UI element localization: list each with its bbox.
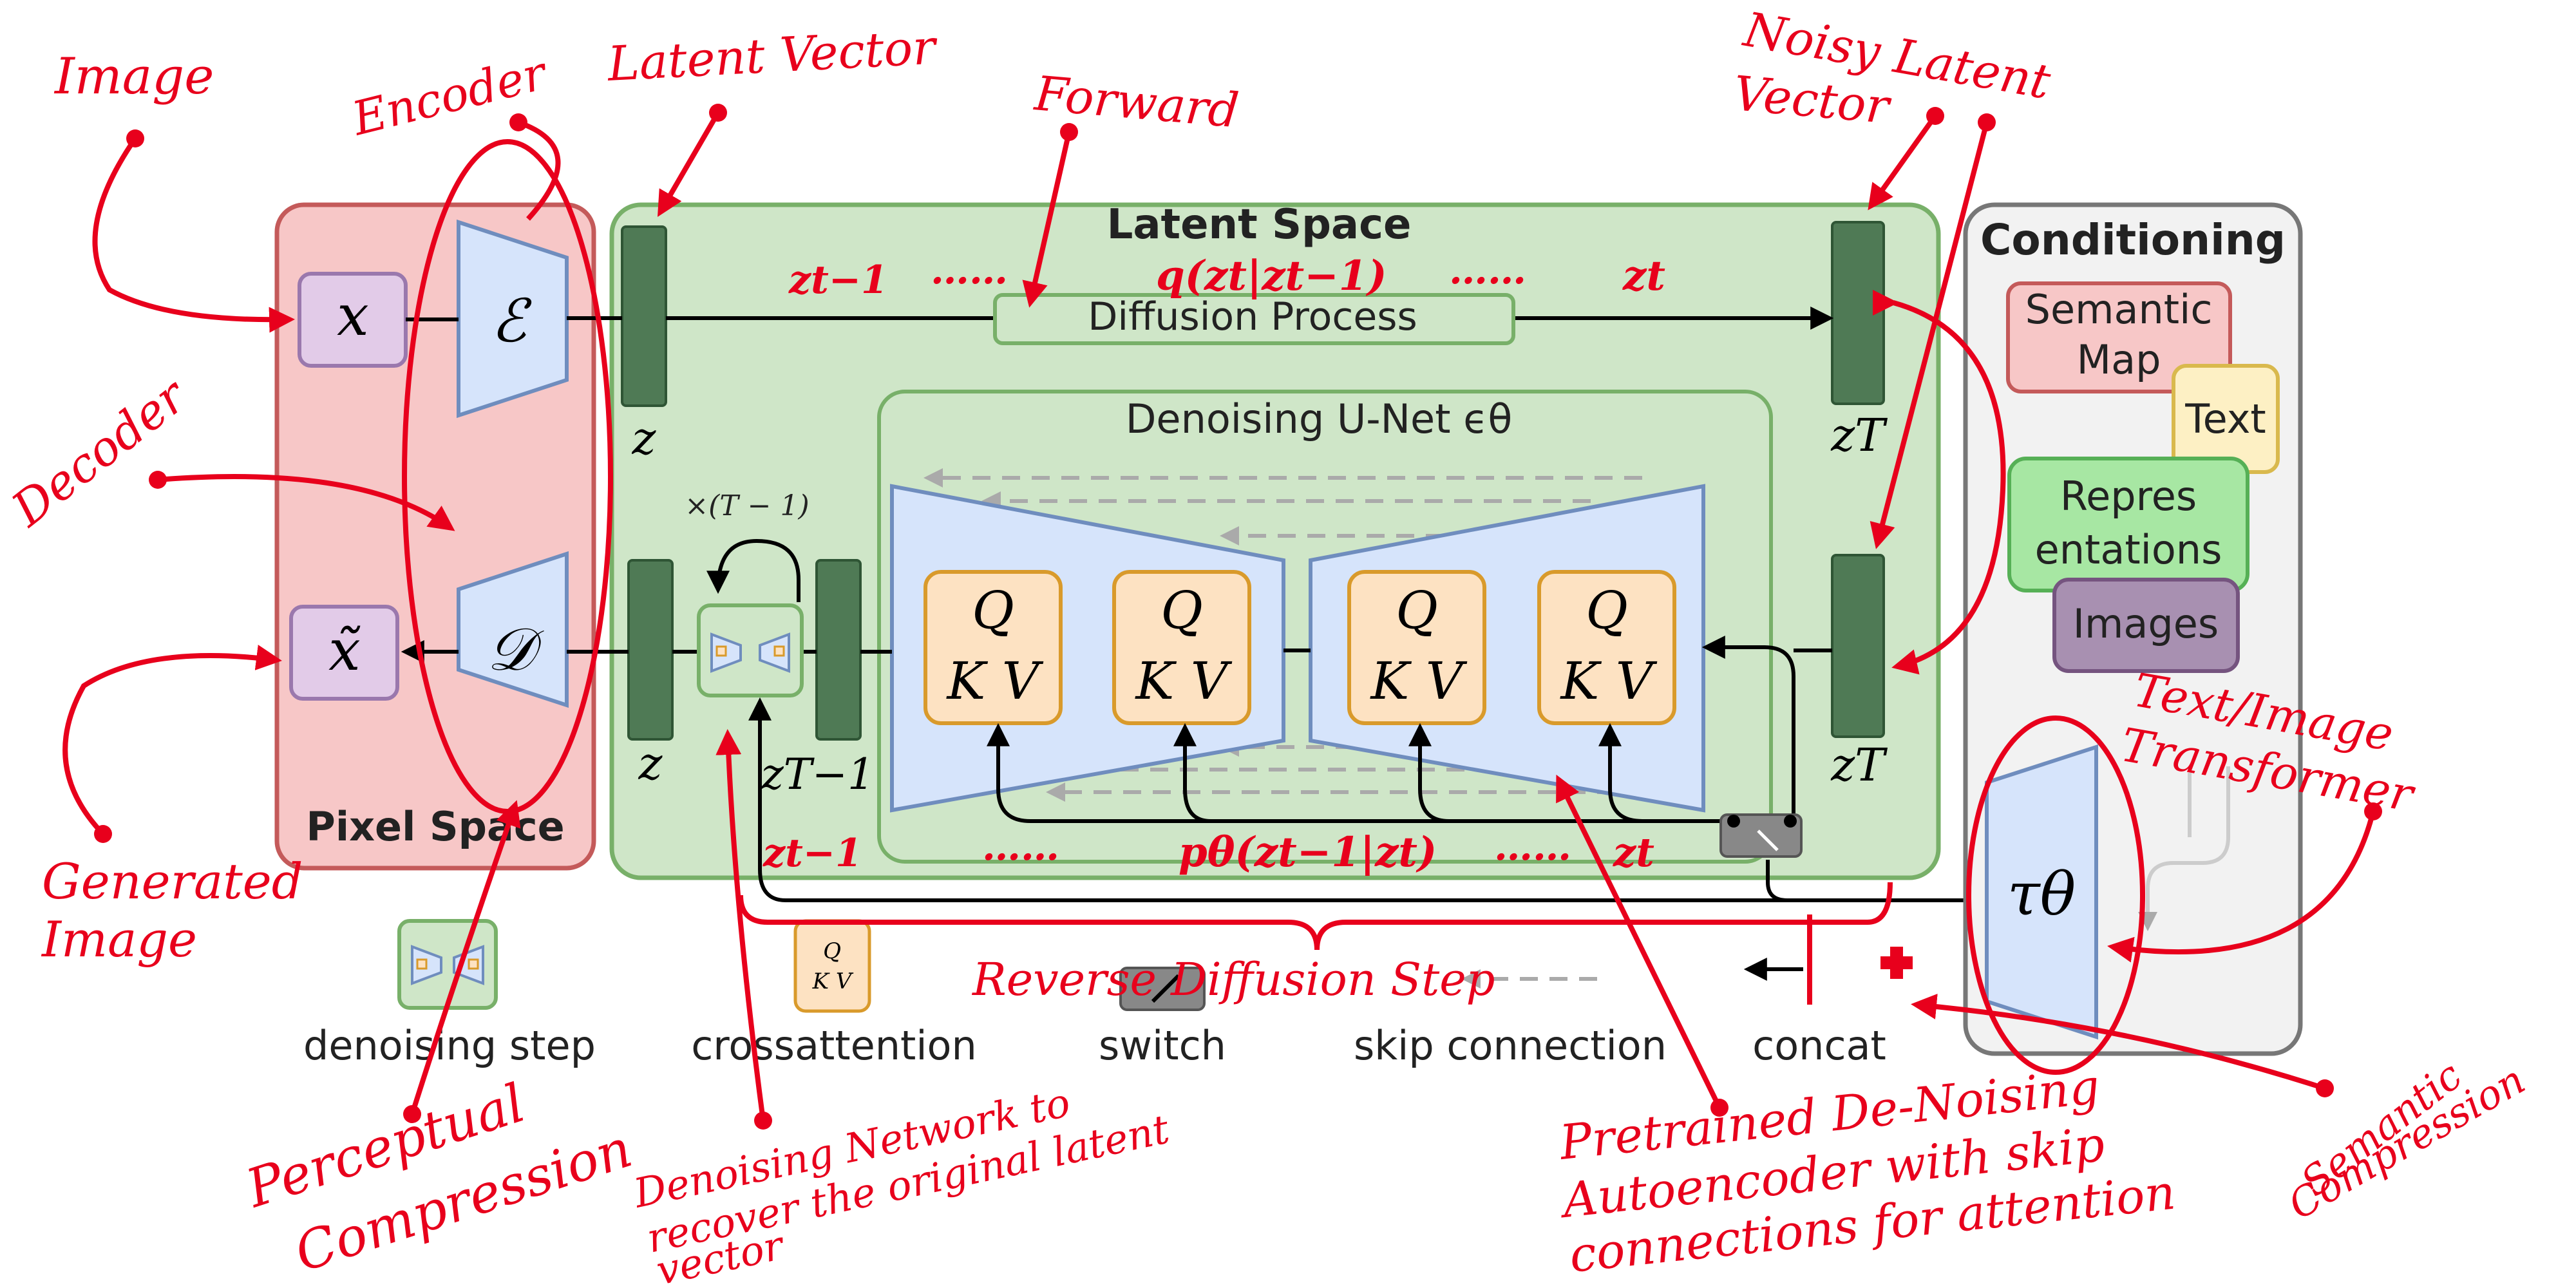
annotation-dots xyxy=(94,104,2382,1130)
images-box xyxy=(2052,578,2240,673)
annotation-image: Image xyxy=(53,48,214,106)
attention-block-3: Q K V xyxy=(1347,570,1486,725)
annotation-q-formula: q(zt|zt−1) xyxy=(1156,252,1387,300)
svg-text:Images: Images xyxy=(2073,600,2219,647)
diffusion-process-label: Diffusion Process xyxy=(1088,294,1417,339)
svg-text:Semantic: Semantic xyxy=(2025,286,2213,333)
repeat-loop-arrow xyxy=(706,538,800,602)
svg-text:Repres: Repres xyxy=(2060,473,2197,520)
conditioning-return-path xyxy=(748,697,1980,902)
denoising-step-node xyxy=(697,603,804,697)
output-image-node xyxy=(289,605,399,701)
annotation-z-t-bottom: zt xyxy=(1613,829,1654,876)
legend-switch-label: switch xyxy=(1099,1022,1226,1069)
legend-switch-icon xyxy=(1119,967,1206,1011)
svg-text:K V: K V xyxy=(812,969,854,994)
annotation-generated-l1: Generated xyxy=(42,853,303,910)
annotation-generated-l2: Image xyxy=(41,911,197,968)
legend-concat-label: concat xyxy=(1752,1022,1886,1069)
transformer-ellipse xyxy=(1966,715,2145,1075)
svg-text:K V: K V xyxy=(946,651,1044,711)
annotation-dots-3: …… xyxy=(982,824,1059,869)
decoder-shape xyxy=(457,551,569,708)
unet-title: Denoising U-Net ϵθ xyxy=(1126,395,1513,442)
semantic-map-box xyxy=(2006,281,2232,393)
legend-crossattn-icon xyxy=(793,919,871,1013)
annotation-dots-1: …… xyxy=(931,248,1008,293)
svg-text:K V: K V xyxy=(1135,651,1233,711)
svg-text:Q: Q xyxy=(823,938,841,964)
svg-text:Q: Q xyxy=(1160,580,1203,640)
latent-z-label-top: z xyxy=(632,412,657,465)
text-image-transformer-shape xyxy=(1985,744,2098,1040)
latent-bar-zT-bottom xyxy=(1831,554,1885,738)
svg-text:entations: entations xyxy=(2035,526,2222,573)
latent-bar-zT1 xyxy=(815,559,862,741)
annotation-reverse-diffusion: Reverse Diffusion Step xyxy=(971,953,1495,1006)
legend-denoising-label: denoising step xyxy=(303,1022,596,1069)
annotation-p-formula: pθ(zt−1|zt) xyxy=(1179,828,1437,876)
annotation-z-t-top: zt xyxy=(1622,252,1665,300)
legend: denoising step Q K V crossattention swit… xyxy=(303,919,1913,1069)
svg-text:K V: K V xyxy=(1560,651,1658,711)
input-image-label: x xyxy=(337,282,369,348)
annotation-encoder: Encoder xyxy=(346,45,553,146)
diffusion-process-box xyxy=(993,293,1515,345)
latent-space-panel: Latent Space z zT z zT−1 zT Diffusion Pr… xyxy=(567,201,1980,902)
conditioning-panel: Conditioning Semantic Map Text Repres en… xyxy=(1963,202,2303,1056)
output-image-label: x̃ xyxy=(328,617,361,683)
repeat-label: ×(T − 1) xyxy=(685,489,809,522)
annotation-noisy-latent-l2: Vector xyxy=(1731,66,1894,135)
annotation-dots-4: …… xyxy=(1494,824,1571,869)
latent-zT1-label: zT−1 xyxy=(761,750,875,799)
attention-block-4: Q K V xyxy=(1537,570,1676,725)
encoder-shape xyxy=(457,219,569,419)
latent-bar-z-top xyxy=(621,225,667,407)
svg-text:Q: Q xyxy=(1586,580,1628,640)
pixel-space-title: Pixel Space xyxy=(306,803,564,850)
svg-text:Text: Text xyxy=(2184,395,2266,442)
latent-space-title: Latent Space xyxy=(1107,201,1412,249)
annotation-z-t-minus-1-bottom: zt−1 xyxy=(762,831,862,876)
attention-block-1: Q K V xyxy=(923,570,1063,725)
legend-skip-label: skip connection xyxy=(1354,1022,1667,1069)
annotation-decoder: Decoder xyxy=(1,366,199,538)
legend-crossattn-label: crossattention xyxy=(691,1022,977,1069)
svg-text:Q: Q xyxy=(972,580,1014,640)
svg-text:Q: Q xyxy=(1396,580,1438,640)
pixel-space-panel: Pixel Space x x̃ ℰ 𝒟 xyxy=(274,202,596,871)
conditioning-title: Conditioning xyxy=(1980,215,2286,265)
latent-z-label-bottom: z xyxy=(638,737,663,790)
annotation-dots-2: …… xyxy=(1449,248,1526,293)
latent-zT-label-top: zT xyxy=(1830,409,1888,462)
latent-bar-z-bottom xyxy=(627,559,674,741)
annotation-z-t-minus-1-top: zt−1 xyxy=(788,258,888,303)
attention-block-2: Q K V xyxy=(1112,570,1251,725)
annotation-latent-vector: Latent Vector xyxy=(605,19,940,92)
latent-zT-label-bottom: zT xyxy=(1830,739,1888,791)
encoder-label: ℰ xyxy=(491,287,532,355)
annotation-layer xyxy=(62,111,2376,1121)
tau-label: τθ xyxy=(2007,860,2076,929)
svg-text:Map: Map xyxy=(2077,336,2161,383)
latent-bar-zT-top xyxy=(1831,221,1885,405)
svg-text:K V: K V xyxy=(1370,651,1468,711)
